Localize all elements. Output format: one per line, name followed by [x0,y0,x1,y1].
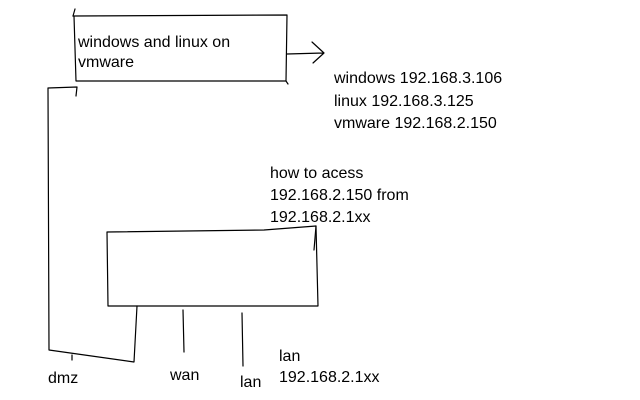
lan-port-label: lan [240,374,262,391]
windows-ip-label: windows 192.168.3.106 [334,70,503,87]
dmz-cable [47,86,138,363]
question-line2: 192.168.2.150 from [270,187,409,204]
wan-port-line [182,309,185,353]
vm-box-label-line2: vmware [78,54,135,71]
vm-box-label-line1: windows and linux on [78,34,231,51]
question-line3: 192.168.2.1xx [270,209,371,226]
router-box [106,225,319,307]
lan-note-line1: lan [279,348,301,365]
vmware-ip-label: vmware 192.168.2.150 [334,115,497,132]
vm-box-corner-tick [72,8,289,85]
dmz-port-label: dmz [48,370,79,387]
lan-port-line [241,312,244,367]
wan-port-label: wan [170,367,200,384]
arrow-to-ip-list [286,41,325,64]
question-line1: how to acess [270,165,364,182]
lan-note-line2: 192.168.2.1xx [279,369,380,386]
router-box-corner-tick [313,225,317,251]
linux-ip-label: linux 192.168.3.125 [334,93,474,110]
